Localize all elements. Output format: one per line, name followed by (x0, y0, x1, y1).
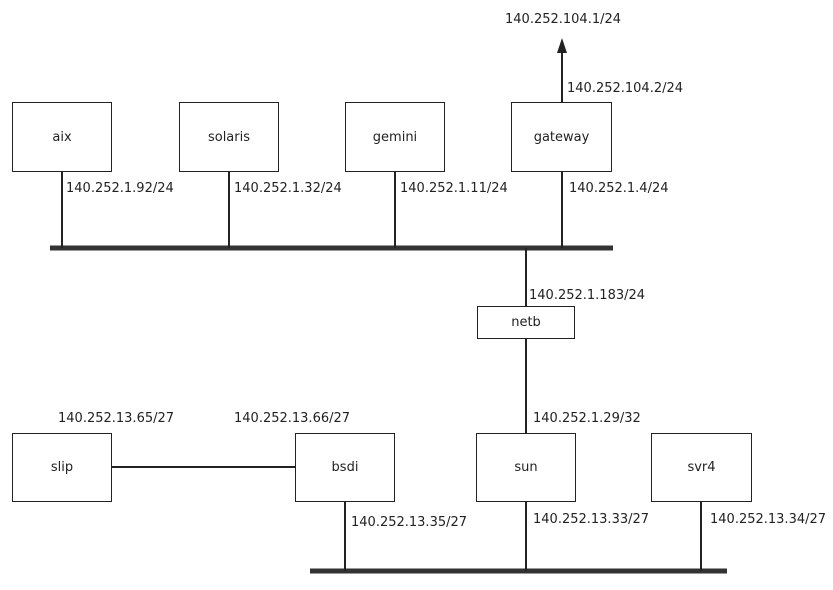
host-gemini: gemini (345, 102, 445, 172)
host-netb-label: netb (511, 315, 541, 330)
solaris-address: 140.252.1.32/24 (234, 181, 342, 196)
gemini-address: 140.252.1.11/24 (400, 181, 508, 196)
bsdi-ptp-address: 140.252.13.66/27 (234, 411, 351, 426)
host-aix: aix (12, 102, 112, 172)
host-slip-label: slip (50, 460, 74, 475)
host-svr4: svr4 (651, 433, 752, 502)
netb-address: 140.252.1.183/24 (529, 288, 646, 303)
svr4-address: 140.252.13.34/27 (710, 512, 827, 527)
gateway-bus-address: 140.252.1.4/24 (569, 181, 669, 196)
host-aix-label: aix (52, 129, 72, 145)
host-slip: slip (12, 433, 112, 502)
host-solaris: solaris (179, 102, 279, 172)
host-bsdi-label: bsdi (331, 460, 359, 475)
sun-bus-address: 140.252.13.33/27 (533, 512, 650, 527)
host-solaris-label: solaris (207, 129, 251, 145)
host-bsdi: bsdi (295, 433, 395, 502)
uplink-arrow-icon (557, 38, 567, 53)
external-address: 140.252.104.1/24 (505, 12, 622, 27)
host-gemini-label: gemini (372, 129, 418, 145)
slip-address: 140.252.13.65/27 (58, 411, 175, 426)
bsdi-bus-address: 140.252.13.35/27 (351, 515, 468, 530)
sun-up-address: 140.252.1.29/32 (533, 411, 641, 426)
host-svr4-label: svr4 (687, 460, 716, 475)
gateway-up-address: 140.252.104.2/24 (567, 81, 684, 96)
host-sun-label: sun (514, 460, 538, 475)
host-gateway: gateway (511, 102, 612, 172)
aix-address: 140.252.1.92/24 (66, 181, 174, 196)
host-netb: netb (477, 306, 575, 339)
host-gateway-label: gateway (533, 129, 590, 145)
host-sun: sun (476, 433, 576, 502)
